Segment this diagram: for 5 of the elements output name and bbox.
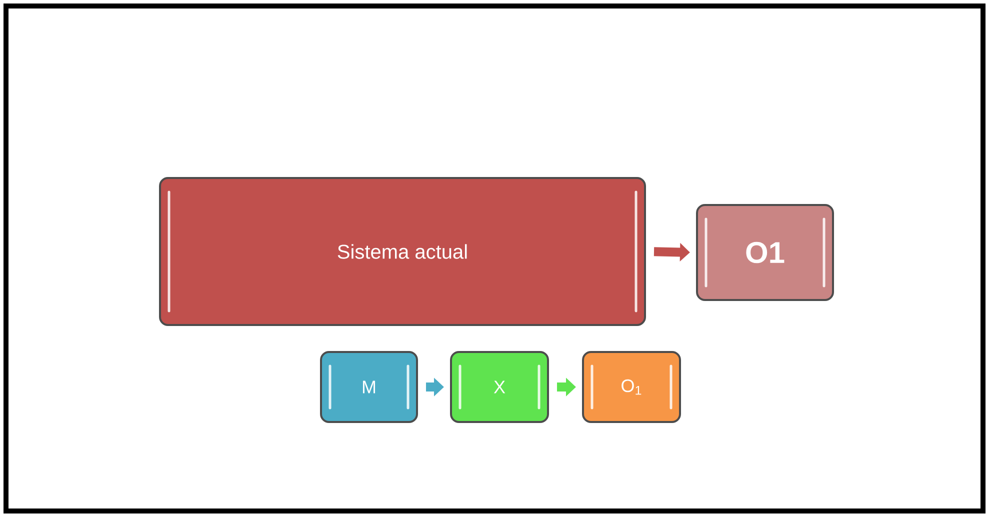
process-box: O$_{1}$ xyxy=(582,351,681,423)
process-box: Sistema actual xyxy=(159,177,646,326)
process-box: M xyxy=(320,351,418,423)
process-box: O1 xyxy=(696,204,834,301)
process-box: X xyxy=(450,351,549,423)
